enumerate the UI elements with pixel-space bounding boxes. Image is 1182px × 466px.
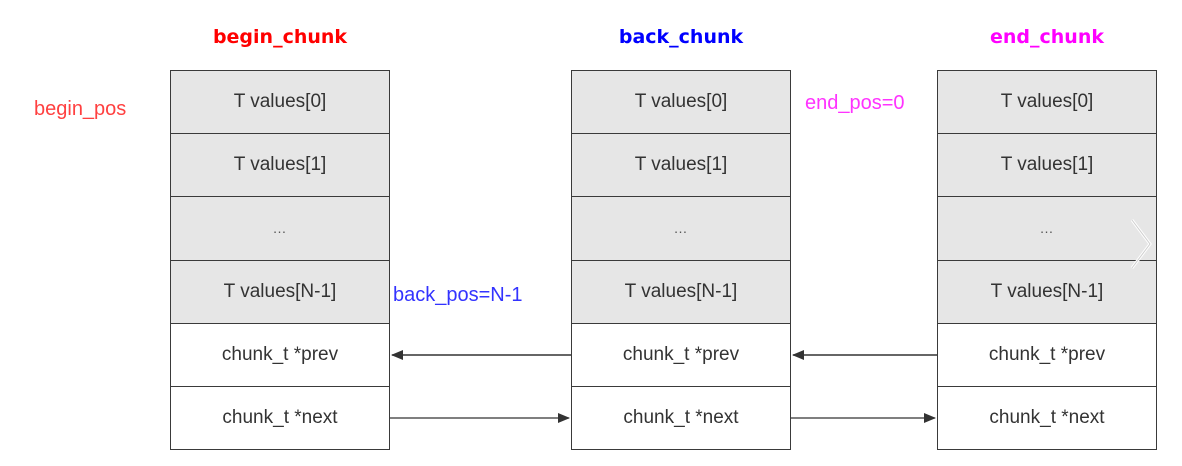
end-chunk-ellipsis: … <box>938 197 1156 261</box>
begin-chunk-value-1: T values[1] <box>171 134 389 198</box>
back-chunk-value-0: T values[0] <box>572 71 790 135</box>
begin-chunk-title: begin_chunk <box>212 26 348 48</box>
chevron-right-icon[interactable] <box>1126 216 1156 272</box>
end-chunk-value-last: T values[N-1] <box>938 260 1156 324</box>
begin-chunk-next-pointer: chunk_t *next <box>171 386 389 450</box>
back-pos-label: back_pos=N-1 <box>393 284 523 306</box>
begin-chunk-value-0: T values[0] <box>171 71 389 135</box>
begin-chunk: T values[0] T values[1] … T values[N-1] … <box>170 70 390 450</box>
end-chunk-title: end_chunk <box>990 26 1104 48</box>
end-chunk-prev-pointer: chunk_t *prev <box>938 323 1156 387</box>
begin-pos-label: begin_pos <box>34 98 127 120</box>
end-chunk: T values[0] T values[1] … T values[N-1] … <box>937 70 1157 450</box>
back-chunk-next-pointer: chunk_t *next <box>572 386 790 450</box>
back-chunk-title: back_chunk <box>618 26 744 48</box>
end-pos-label: end_pos=0 <box>805 92 905 114</box>
begin-chunk-prev-pointer: chunk_t *prev <box>171 323 389 387</box>
back-chunk-ellipsis: … <box>572 197 790 261</box>
end-chunk-next-pointer: chunk_t *next <box>938 386 1156 450</box>
begin-chunk-ellipsis: … <box>171 197 389 261</box>
begin-chunk-value-last: T values[N-1] <box>171 260 389 324</box>
back-chunk-value-last: T values[N-1] <box>572 260 790 324</box>
back-chunk: T values[0] T values[1] … T values[N-1] … <box>571 70 791 450</box>
end-chunk-value-1: T values[1] <box>938 134 1156 198</box>
back-chunk-prev-pointer: chunk_t *prev <box>572 323 790 387</box>
end-chunk-value-0: T values[0] <box>938 71 1156 135</box>
back-chunk-value-1: T values[1] <box>572 134 790 198</box>
